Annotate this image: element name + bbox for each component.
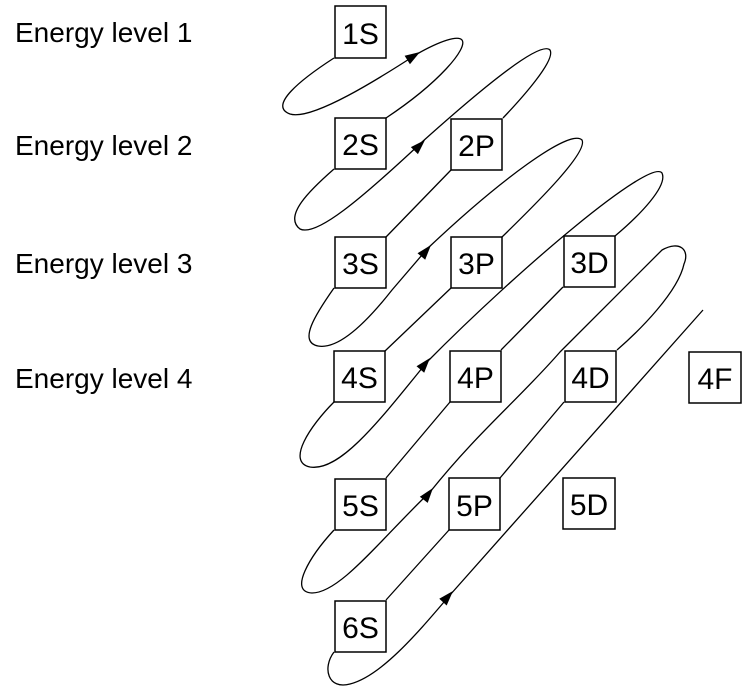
svg-text:4P: 4P	[457, 362, 494, 395]
svg-text:2P: 2P	[458, 130, 495, 163]
orbital-3p: 3P	[450, 236, 503, 289]
arrow-head-icon	[404, 52, 420, 65]
energy-level-3-label: Energy level 3	[15, 248, 192, 279]
energy-level-labels: Energy level 1 Energy level 2 Energy lev…	[15, 17, 192, 394]
path-5s-to-4d	[301, 245, 687, 594]
svg-text:3D: 3D	[570, 247, 608, 280]
orbital-5s: 5S	[334, 478, 387, 531]
filling-order-path	[282, 37, 704, 686]
svg-text:5D: 5D	[570, 489, 608, 522]
path-4p-to-5s	[385, 401, 451, 479]
path-6s-onward	[327, 309, 704, 686]
orbital-2s: 2S	[334, 117, 387, 170]
svg-text:5P: 5P	[456, 490, 493, 523]
path-1s-to-2s	[282, 37, 464, 119]
arrow-head-icon	[417, 245, 431, 260]
svg-text:4F: 4F	[697, 363, 732, 396]
energy-level-2-label: Energy level 2	[15, 130, 192, 161]
orbital-3d: 3D	[563, 235, 616, 288]
path-3s-to-3p	[308, 137, 584, 347]
path-4d-to-5p	[499, 401, 565, 479]
energy-level-4-label: Energy level 4	[15, 363, 192, 394]
svg-text:5S: 5S	[342, 490, 379, 523]
svg-text:3S: 3S	[342, 248, 379, 281]
svg-text:2S: 2S	[342, 129, 379, 162]
arrow-head-icon	[419, 488, 433, 503]
orbital-4d: 4D	[564, 350, 617, 403]
energy-level-1-label: Energy level 1	[15, 17, 192, 48]
orbital-2p: 2P	[450, 118, 503, 171]
orbital-6s: 6S	[334, 600, 387, 653]
arrow-head-icon	[439, 591, 453, 606]
svg-text:4D: 4D	[571, 362, 609, 395]
orbital-5p: 5P	[448, 477, 501, 531]
orbital-3s: 3S	[334, 236, 387, 289]
path-5p-to-6s	[385, 529, 450, 601]
path-3d-to-4p	[500, 286, 564, 351]
arrow-head-icon	[416, 358, 430, 373]
svg-text:3P: 3P	[458, 248, 495, 281]
path-2p-to-3s	[385, 169, 452, 238]
path-3p-to-4s	[384, 287, 452, 352]
svg-text:6S: 6S	[342, 612, 379, 645]
orbital-5d: 5D	[562, 477, 616, 530]
orbital-4p: 4P	[449, 350, 502, 403]
path-4s-to-3d	[299, 170, 664, 468]
orbital-4f: 4F	[688, 351, 742, 404]
orbital-1s: 1S	[334, 5, 387, 59]
svg-text:4S: 4S	[341, 362, 378, 395]
path-2s-to-2p	[294, 48, 552, 231]
orbital-boxes: 1S 2S 2P 3S 3P 3D 4S 4P 4D 4F 5S 5P 5D 6…	[333, 5, 742, 653]
svg-text:1S: 1S	[342, 18, 379, 51]
arrow-head-icon	[410, 140, 425, 155]
orbital-4s: 4S	[333, 350, 386, 403]
